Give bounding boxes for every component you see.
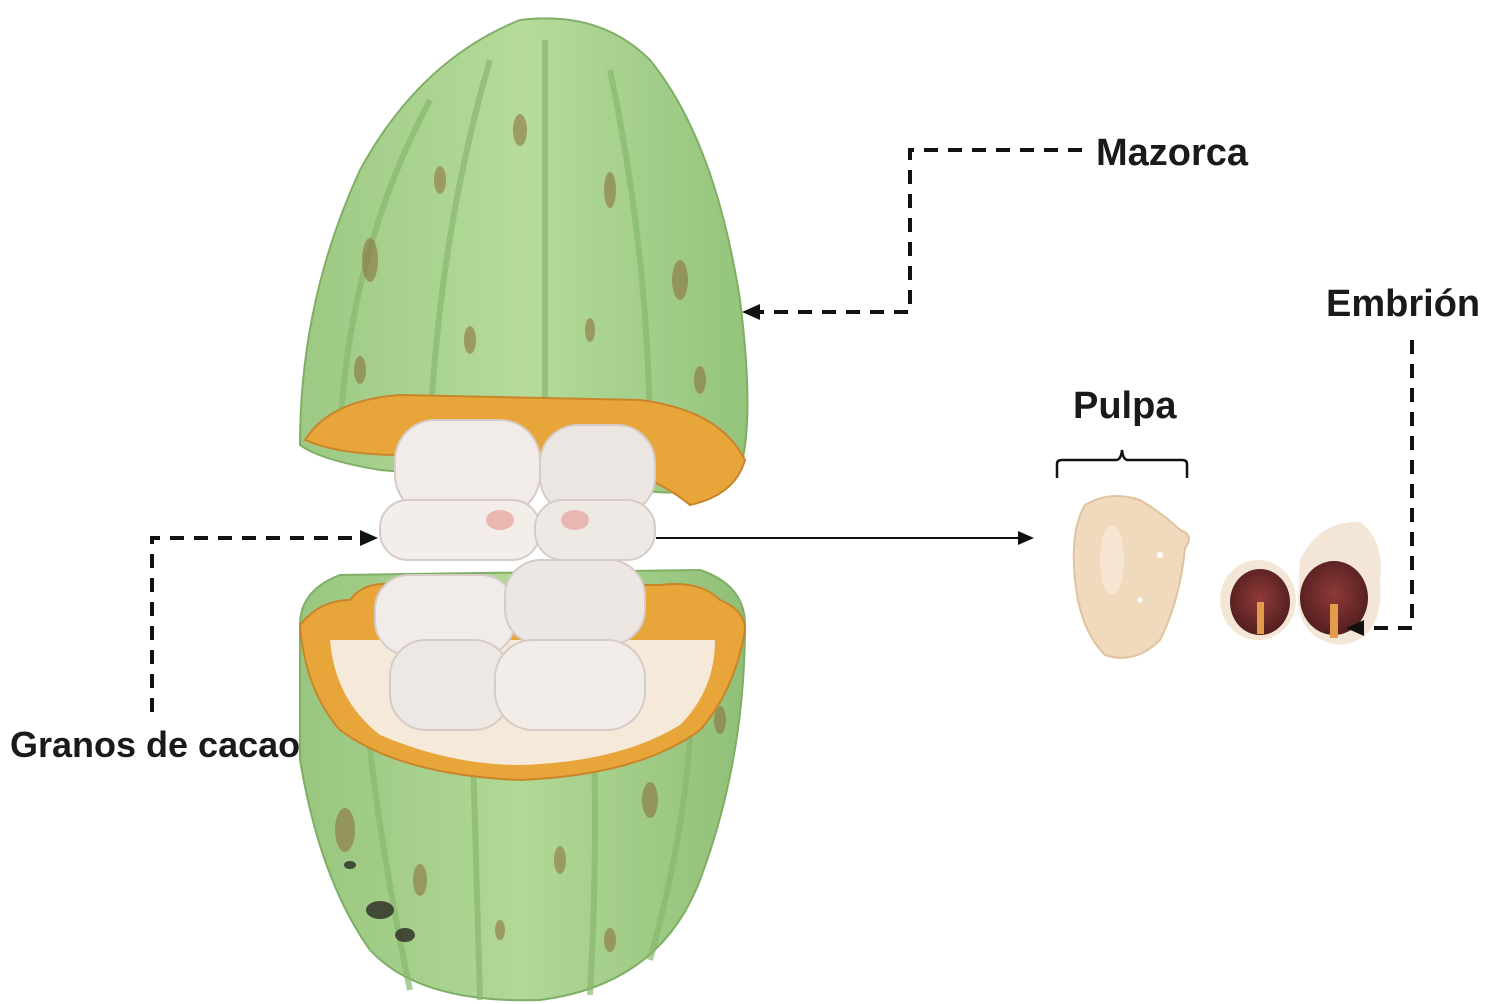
pod-leader-line — [742, 150, 1082, 320]
beans-to-pulp-arrow — [656, 531, 1034, 545]
cacao-beans-cluster — [375, 420, 655, 730]
label-pulpa: Pulpa — [1073, 385, 1177, 427]
label-mazorca: Mazorca — [1096, 132, 1249, 174]
cacao-pod-photo — [300, 18, 748, 1000]
pulp-bean-photo — [1074, 496, 1189, 658]
pulp-brace — [1057, 450, 1187, 478]
label-embrion: Embrión — [1326, 283, 1480, 325]
label-granos-de-cacao: Granos de cacao — [10, 724, 300, 765]
